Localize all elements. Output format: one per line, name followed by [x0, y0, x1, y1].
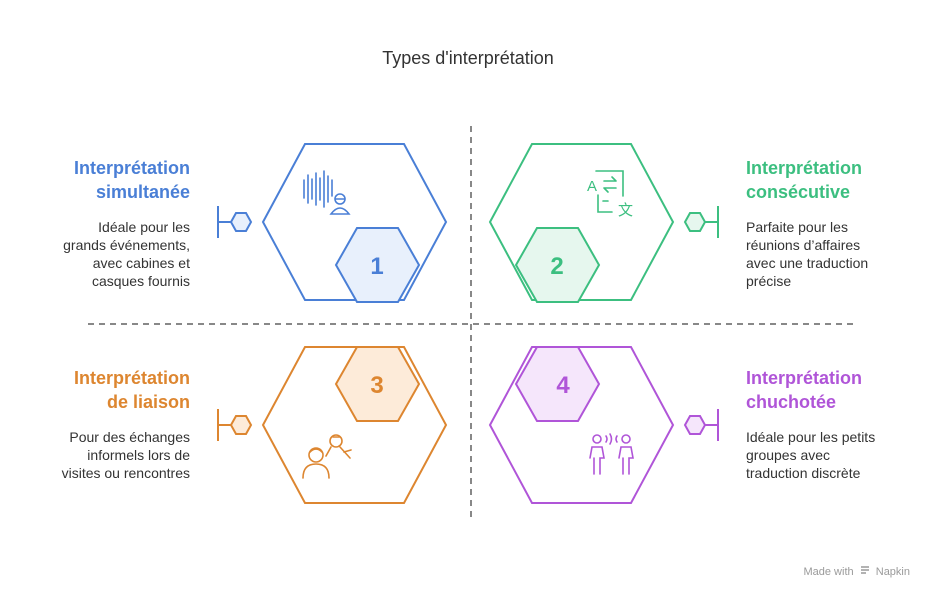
two-people-talking-icon — [302, 434, 352, 479]
quadrant-1: 1 — [217, 143, 448, 303]
big-hexagon-2 — [488, 143, 675, 301]
number-4: 4 — [556, 372, 570, 399]
number-3: 3 — [370, 372, 383, 399]
number-hexagon-2 — [514, 227, 601, 303]
heading-3: Interprétation de liaison — [73, 368, 190, 412]
napkin-brand-text: Napkin — [875, 566, 910, 578]
heading-4: Interprétation chuchotée — [746, 368, 863, 412]
whisper-people-icon — [589, 433, 634, 475]
description-4: Idéale pour les petits groupes avec trad… — [746, 429, 876, 481]
connector-hexagon-2 — [683, 212, 707, 232]
quadrant-4: 4 — [488, 346, 719, 504]
number-2: 2 — [550, 253, 563, 280]
svg-text:文: 文 — [618, 201, 633, 219]
description-1: Idéale pour les grands événements, avec … — [63, 219, 190, 289]
text-block-2: Interprétation consécutive Parfaite pour… — [746, 156, 931, 290]
text-block-4: Interprétation chuchotée Idéale pour les… — [746, 366, 931, 482]
translate-icon: A 文 — [587, 170, 633, 219]
description-2: Parfaite pour les réunions d’affaires av… — [746, 219, 869, 289]
description-3: Pour des échanges informels lors de visi… — [61, 429, 190, 481]
connector-hexagon-3 — [229, 415, 253, 435]
number-hexagon-3 — [334, 346, 421, 422]
number-hexagon-1 — [334, 227, 421, 303]
connector-hexagon-4 — [683, 415, 707, 435]
number-1: 1 — [370, 253, 383, 280]
heading-2: Interprétation consécutive — [746, 158, 863, 202]
quadrant-3: 3 — [217, 346, 448, 504]
napkin-logo-icon — [860, 565, 870, 578]
made-with-text: Made with — [803, 566, 854, 578]
big-hexagon-1 — [261, 143, 448, 301]
number-hexagon-4 — [514, 346, 601, 422]
quadrant-2: 2 A 文 — [488, 143, 719, 303]
diagram-title: Types d'interprétation — [382, 48, 554, 68]
big-hexagon-4 — [488, 346, 675, 504]
text-block-3: Interprétation de liaison Pour des échan… — [0, 366, 190, 482]
heading-1: Interprétation simultanée — [73, 158, 190, 202]
svg-text:A: A — [587, 178, 597, 195]
speaker-audio-icon — [303, 170, 351, 215]
text-block-1: Interprétation simultanée Idéale pour le… — [0, 156, 190, 290]
connector-hexagon-1 — [229, 212, 253, 232]
big-hexagon-3 — [261, 346, 448, 504]
made-with-napkin-footer: Made with Napkin — [803, 565, 910, 578]
